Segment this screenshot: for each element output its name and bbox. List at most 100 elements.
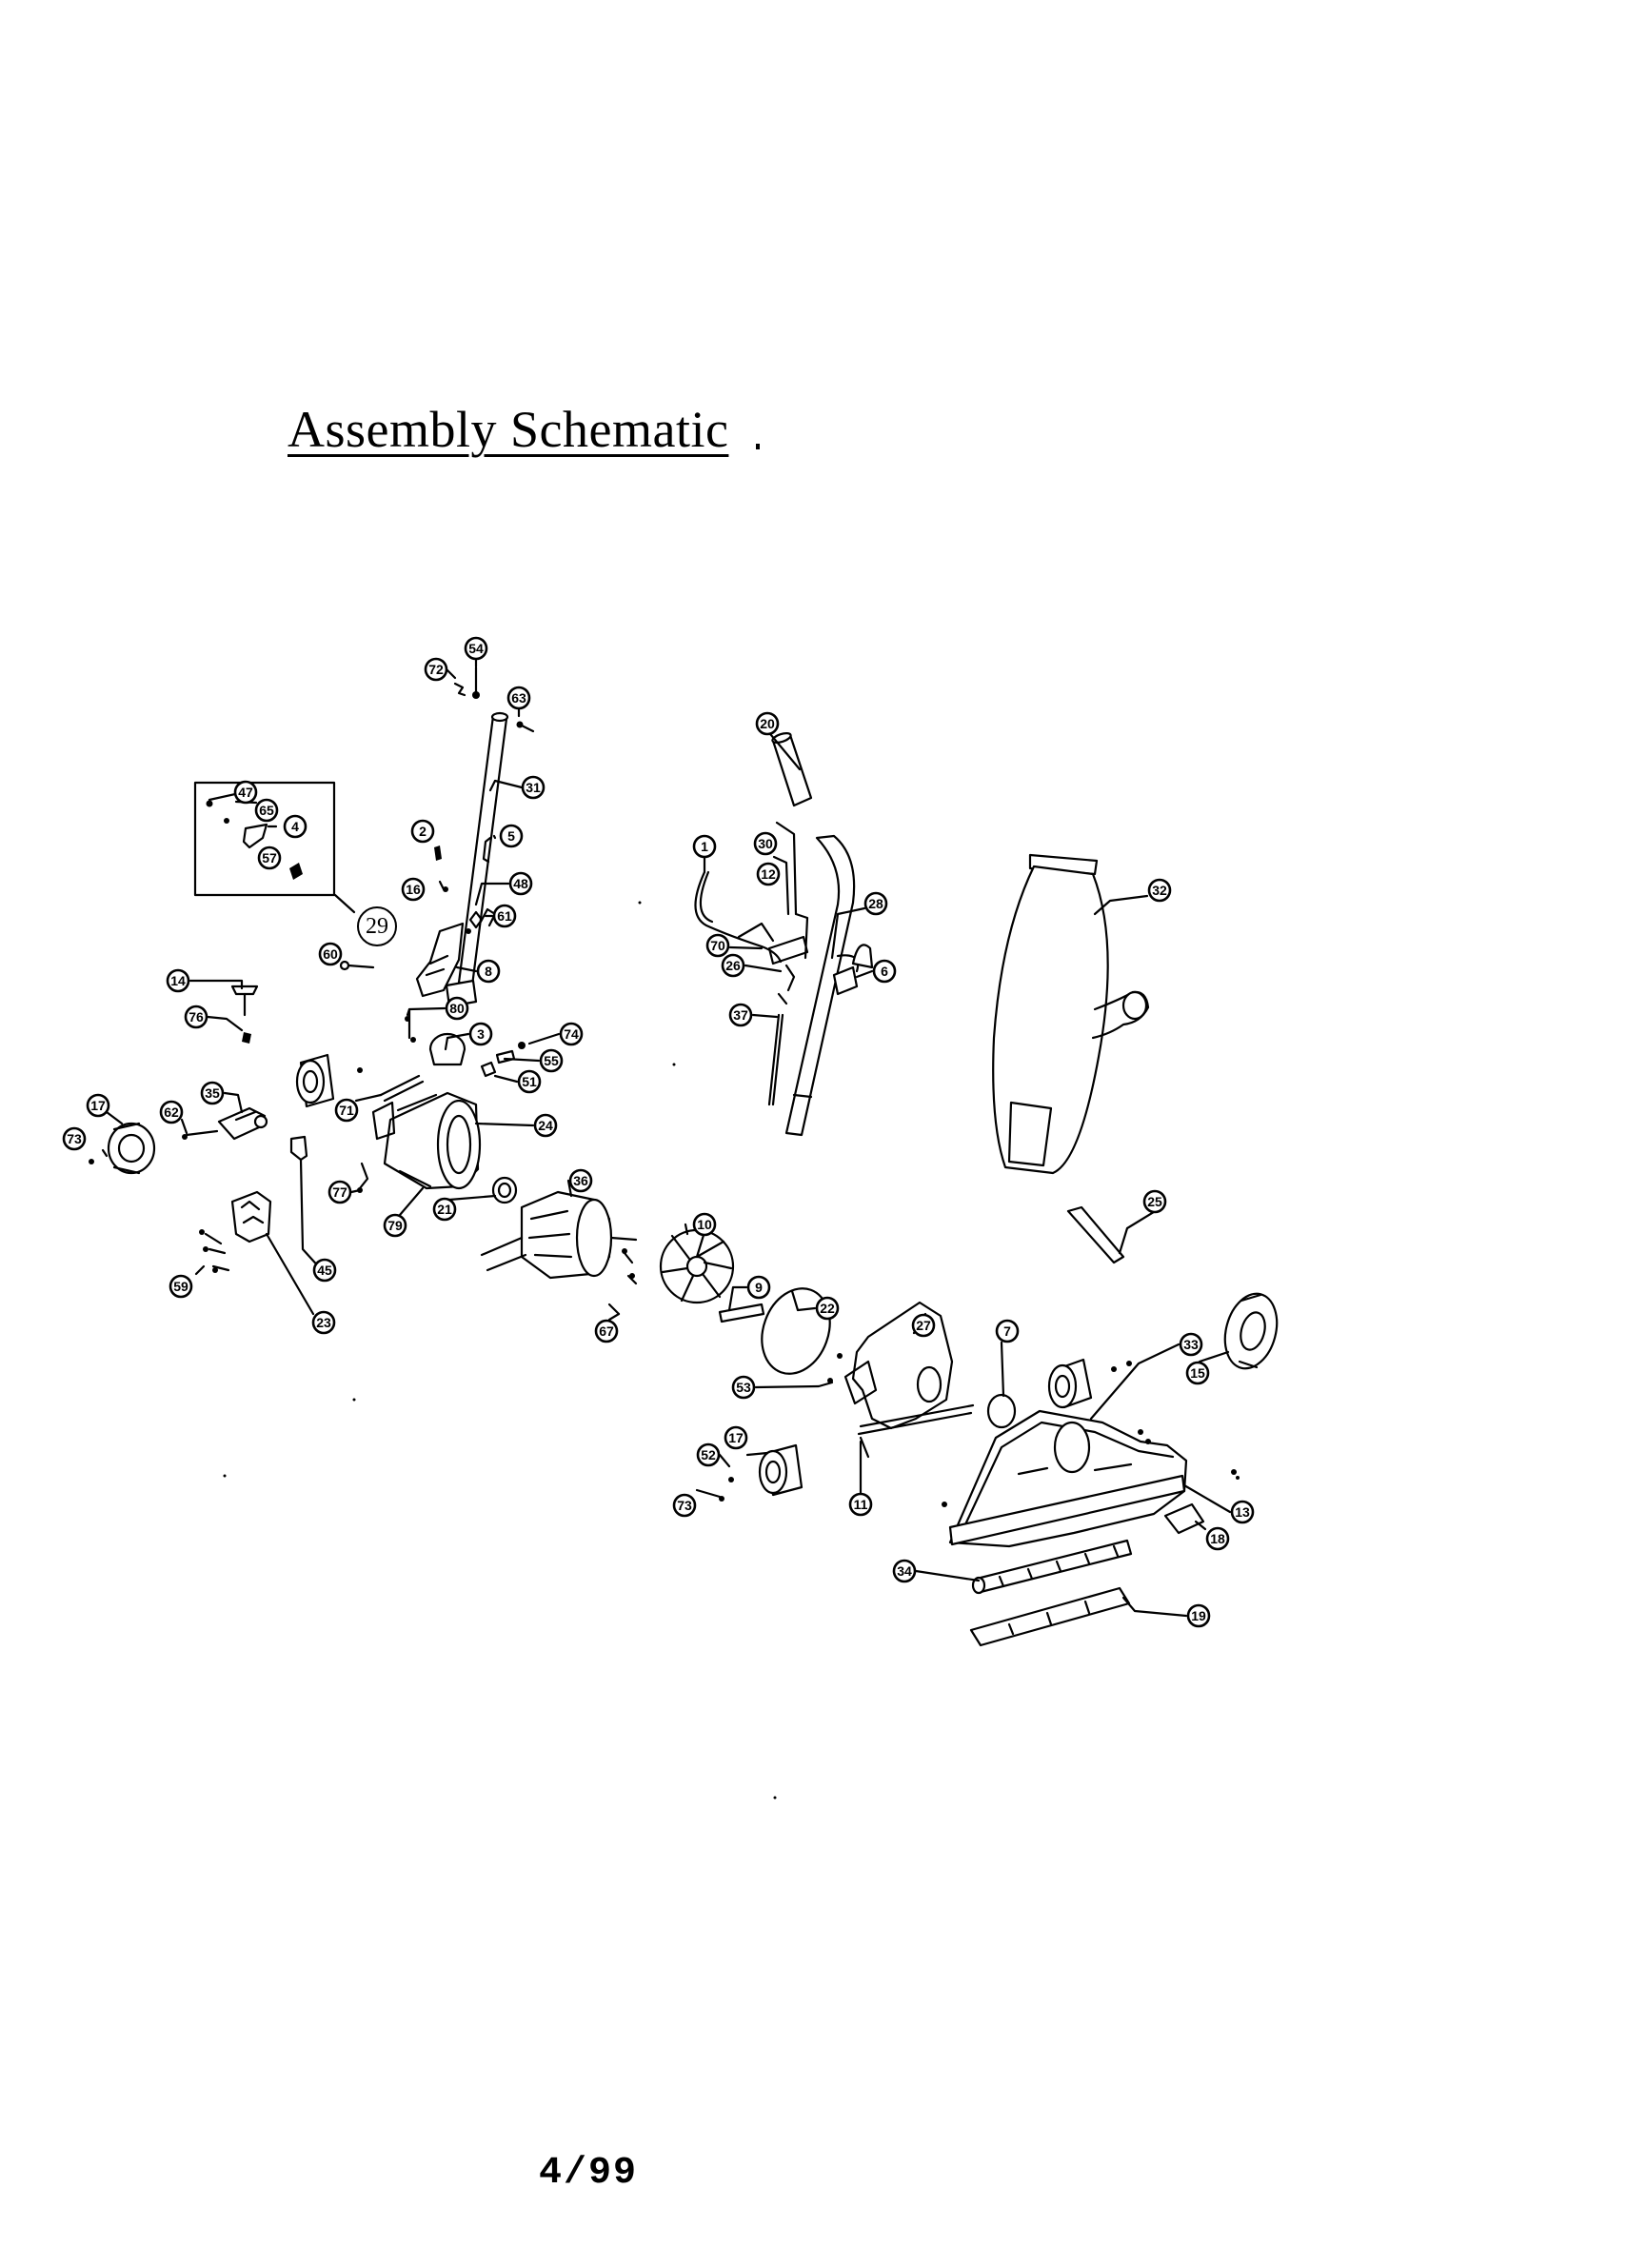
part-grip-tube (771, 731, 813, 807)
callout-52: 52 (696, 1442, 721, 1467)
svg-text:24: 24 (538, 1118, 553, 1133)
svg-text:20: 20 (760, 716, 775, 731)
callout-76: 76 (184, 1005, 208, 1029)
part-cord-clip (182, 1106, 268, 1141)
callout-11: 11 (848, 1492, 873, 1517)
part-clip-25 (1066, 1205, 1125, 1264)
svg-text:1: 1 (701, 839, 708, 854)
svg-text:32: 32 (1152, 883, 1167, 898)
callout-13: 13 (1230, 1500, 1255, 1524)
svg-text:18: 18 (1210, 1531, 1225, 1546)
callout-32: 32 (1147, 878, 1172, 903)
svg-text:28: 28 (868, 896, 883, 911)
svg-text:25: 25 (1147, 1194, 1162, 1209)
svg-text:74: 74 (564, 1026, 579, 1042)
svg-text:57: 57 (262, 850, 277, 865)
callout-65: 65 (254, 798, 279, 823)
svg-text:67: 67 (599, 1323, 614, 1339)
callout-71: 71 (334, 1098, 359, 1123)
callout-18: 18 (1205, 1526, 1230, 1551)
callout-23: 23 (311, 1310, 336, 1335)
part-small-wheel-mid (295, 1053, 363, 1108)
svg-text:14: 14 (170, 973, 186, 988)
svg-text:35: 35 (205, 1085, 220, 1101)
part-base-nozzle (942, 1409, 1237, 1548)
callout-28: 28 (863, 891, 888, 916)
svg-text:16: 16 (406, 882, 421, 897)
svg-text:47: 47 (238, 785, 253, 800)
svg-text:65: 65 (259, 803, 274, 818)
svg-text:5: 5 (507, 828, 515, 844)
part-rear-wheel-left (89, 1122, 156, 1175)
callout-67: 67 (594, 1319, 619, 1343)
callout-26: 26 (721, 953, 745, 978)
callout-7: 7 (995, 1319, 1020, 1343)
callout-27: 27 (911, 1313, 936, 1338)
svg-text:19: 19 (1191, 1608, 1206, 1623)
callout-22: 22 (815, 1296, 840, 1321)
svg-text:33: 33 (1183, 1337, 1199, 1352)
svg-text:6: 6 (881, 964, 888, 979)
svg-text:29: 29 (366, 914, 388, 939)
callout-24: 24 (533, 1113, 558, 1138)
svg-text:36: 36 (573, 1173, 588, 1188)
callout-29: 29 (357, 906, 397, 946)
callout-35: 35 (200, 1081, 225, 1105)
part-screws-67 (607, 1248, 638, 1316)
part-headlight-lens (1223, 1292, 1279, 1370)
svg-text:54: 54 (468, 641, 484, 656)
page-title: Assembly Schematic (288, 401, 729, 458)
part-power-cord (694, 870, 783, 964)
callout-80: 80 (445, 996, 469, 1021)
svg-text:8: 8 (485, 964, 492, 979)
inset-parts-box (193, 781, 356, 914)
part-fan-housing (371, 1074, 482, 1190)
part-impeller (659, 1228, 735, 1304)
svg-text:2: 2 (419, 824, 427, 839)
svg-text:52: 52 (701, 1447, 716, 1462)
callout-54: 54 (464, 636, 488, 661)
svg-text:9: 9 (755, 1280, 763, 1295)
callout-51: 51 (517, 1069, 542, 1094)
svg-text:3: 3 (477, 1026, 485, 1042)
svg-text:72: 72 (428, 662, 444, 677)
svg-text:73: 73 (677, 1498, 692, 1513)
part-o-ring (986, 1393, 1017, 1429)
callout-74: 74 (559, 1022, 584, 1046)
callout-31: 31 (521, 775, 546, 800)
svg-text:22: 22 (820, 1301, 835, 1316)
callout-15: 15 (1185, 1361, 1210, 1385)
svg-text:17: 17 (728, 1430, 744, 1445)
part-rod-37 (767, 1013, 784, 1106)
callout-70: 70 (705, 933, 730, 958)
svg-text:77: 77 (332, 1184, 347, 1200)
callout-25: 25 (1142, 1189, 1167, 1214)
part-latch-pedal (199, 1190, 272, 1273)
callout-33: 33 (1179, 1332, 1203, 1357)
callout-48: 48 (508, 871, 533, 896)
page-footer: 4/99 (539, 2152, 639, 2195)
part-rear-wheel-right (719, 1443, 804, 1502)
callout-55: 55 (539, 1048, 564, 1073)
part-bumper-tip (1163, 1502, 1205, 1535)
callout-3: 3 (468, 1022, 493, 1046)
callout-4: 4 (283, 814, 308, 839)
callout-59: 59 (169, 1274, 193, 1299)
callout-62: 62 (159, 1100, 184, 1124)
callout-79: 79 (383, 1213, 407, 1238)
svg-text:11: 11 (854, 1497, 868, 1512)
callout-12: 12 (756, 862, 781, 886)
callout-60: 60 (318, 942, 343, 966)
callout-5: 5 (499, 824, 524, 848)
part-handle-grip (339, 922, 465, 998)
svg-text:51: 51 (522, 1074, 537, 1089)
callout-37: 37 (728, 1003, 753, 1027)
svg-text:55: 55 (544, 1053, 559, 1068)
callout-17-rear-right: 17 (724, 1425, 748, 1450)
callout-73-left: 73 (62, 1126, 87, 1151)
svg-text:45: 45 (317, 1263, 332, 1278)
svg-text:48: 48 (513, 876, 528, 891)
svg-text:34: 34 (897, 1563, 912, 1579)
svg-text:79: 79 (387, 1218, 403, 1233)
callout-47: 47 (233, 780, 258, 805)
